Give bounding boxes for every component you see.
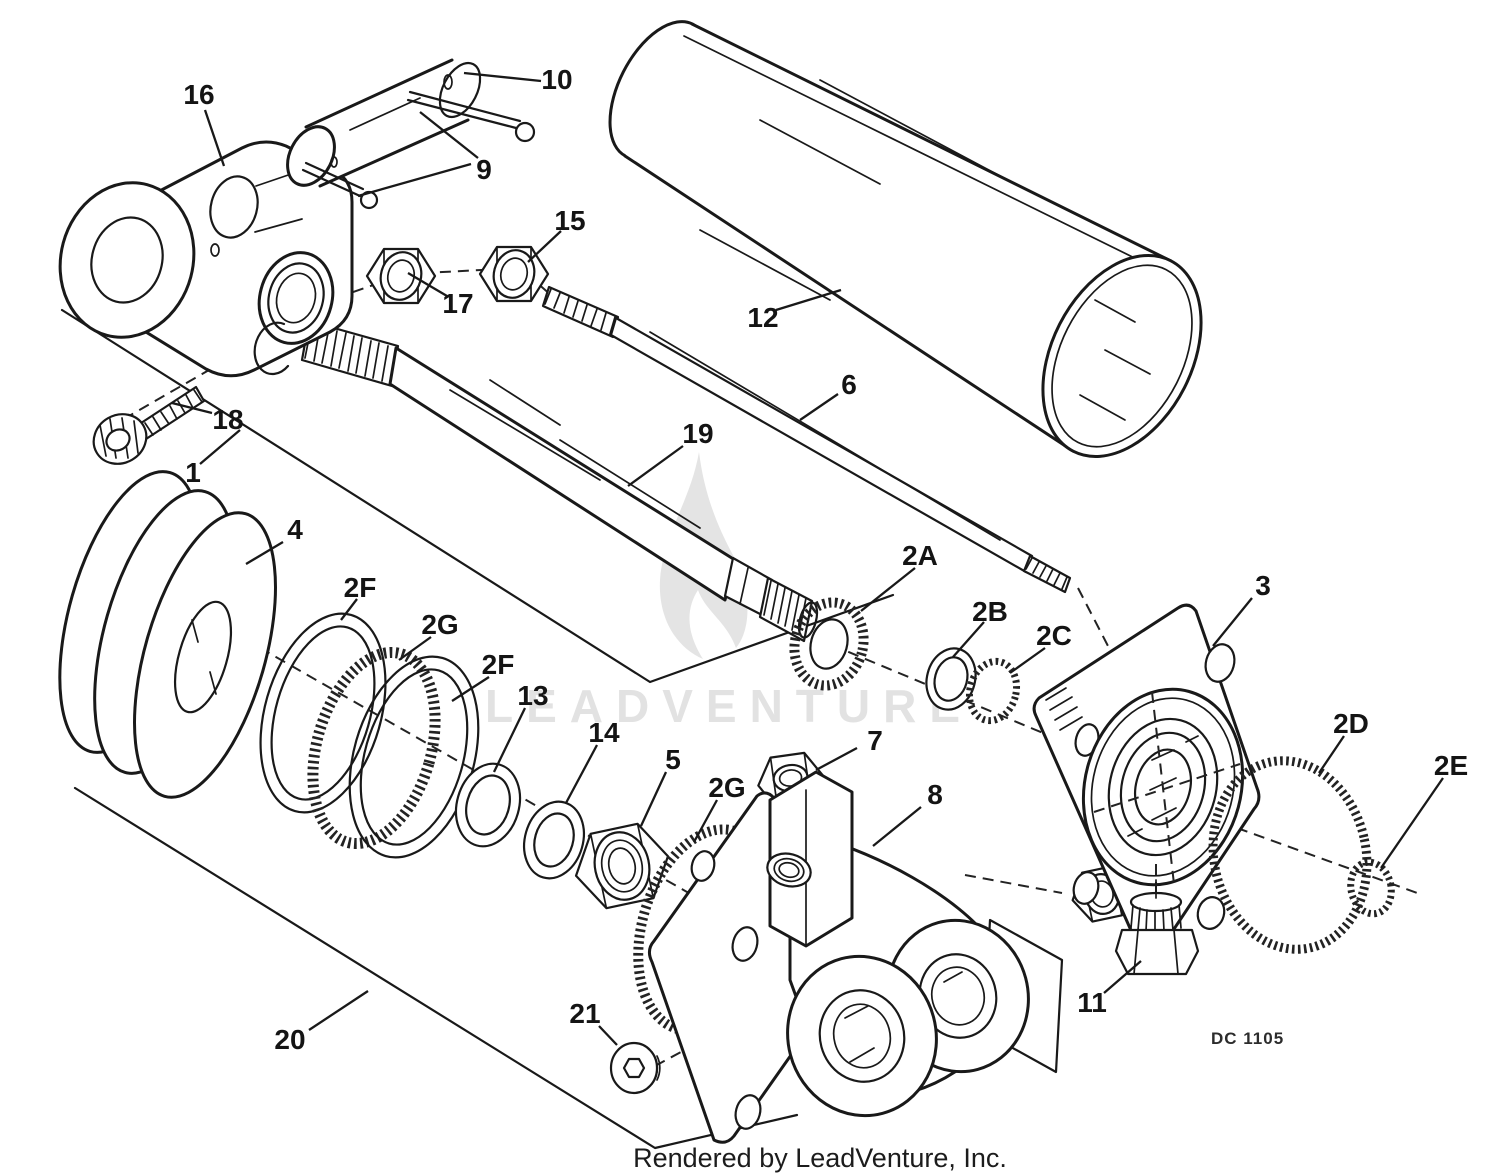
part-rod-seal-2a [789, 597, 869, 691]
callout-2b: 2B [972, 596, 1008, 627]
part-cylinder-rod [541, 285, 1072, 594]
part-piston-rod [300, 319, 819, 643]
callout-6: 6 [841, 369, 857, 400]
callout-17: 17 [442, 288, 473, 319]
callout-3: 3 [1255, 570, 1271, 601]
callout-21: 21 [569, 998, 600, 1029]
callout-19: 19 [682, 418, 713, 449]
callout-2f-outer: 2F [344, 572, 377, 603]
part-o-ring-2c [965, 657, 1021, 725]
callout-2f-inner: 2F [482, 649, 515, 680]
part-o-ring-2d [1208, 756, 1372, 954]
part-piston-seal-2g [307, 646, 441, 850]
part-drain-plug-21 [609, 1041, 661, 1095]
part-rod-end-clevis [58, 140, 354, 378]
callout-2g-gasket: 2G [708, 772, 745, 803]
part-jam-nut-17 [365, 247, 437, 305]
callout-1: 1 [185, 457, 201, 488]
part-washer-13 [454, 762, 522, 848]
callout-15: 15 [554, 205, 585, 236]
part-piston-nut-5 [574, 822, 670, 910]
stud-centerline [964, 874, 1063, 894]
callout-20: 20 [274, 1024, 305, 1055]
part-cylinder-tube [608, 20, 1203, 458]
tube-surface-streaks [699, 79, 1151, 421]
callout-4: 4 [287, 514, 303, 545]
callout-11: 11 [1077, 987, 1107, 1018]
watermark-text: LEADVENTURE [485, 680, 973, 732]
drawing-code: DC 1105 [1211, 1029, 1284, 1048]
footer-credit: Rendered by LeadVenture, Inc. [633, 1143, 1007, 1173]
callout-13: 13 [517, 680, 548, 711]
part-socket-head-screw [92, 385, 206, 465]
callout-9: 9 [476, 154, 492, 185]
leader-lines [171, 71, 1444, 1046]
callout-2g-piston: 2G [421, 609, 458, 640]
callout-18: 18 [212, 404, 243, 435]
callout-5: 5 [665, 744, 681, 775]
part-washer-14 [523, 800, 585, 880]
callout-2c: 2C [1036, 620, 1072, 651]
callout-8: 8 [927, 779, 943, 810]
part-cotter-pins [301, 90, 536, 210]
part-piston-ring-2f-outer [259, 612, 387, 814]
part-head-flange [1032, 603, 1261, 958]
callout-7: 7 [867, 725, 883, 756]
callout-16: 16 [183, 79, 214, 110]
callout-14: 14 [588, 717, 620, 748]
retaining-ring [253, 321, 290, 376]
callout-10: 10 [541, 64, 572, 95]
part-clevis-pin [286, 58, 482, 188]
callout-2a: 2A [902, 540, 938, 571]
callout-2d: 2D [1333, 708, 1369, 739]
callout-2e: 2E [1434, 750, 1468, 781]
part-piston [58, 470, 277, 799]
part-o-ring-2e [1347, 858, 1395, 918]
callout-12: 12 [747, 302, 778, 333]
part-base-gland-clevis [647, 770, 1064, 1144]
